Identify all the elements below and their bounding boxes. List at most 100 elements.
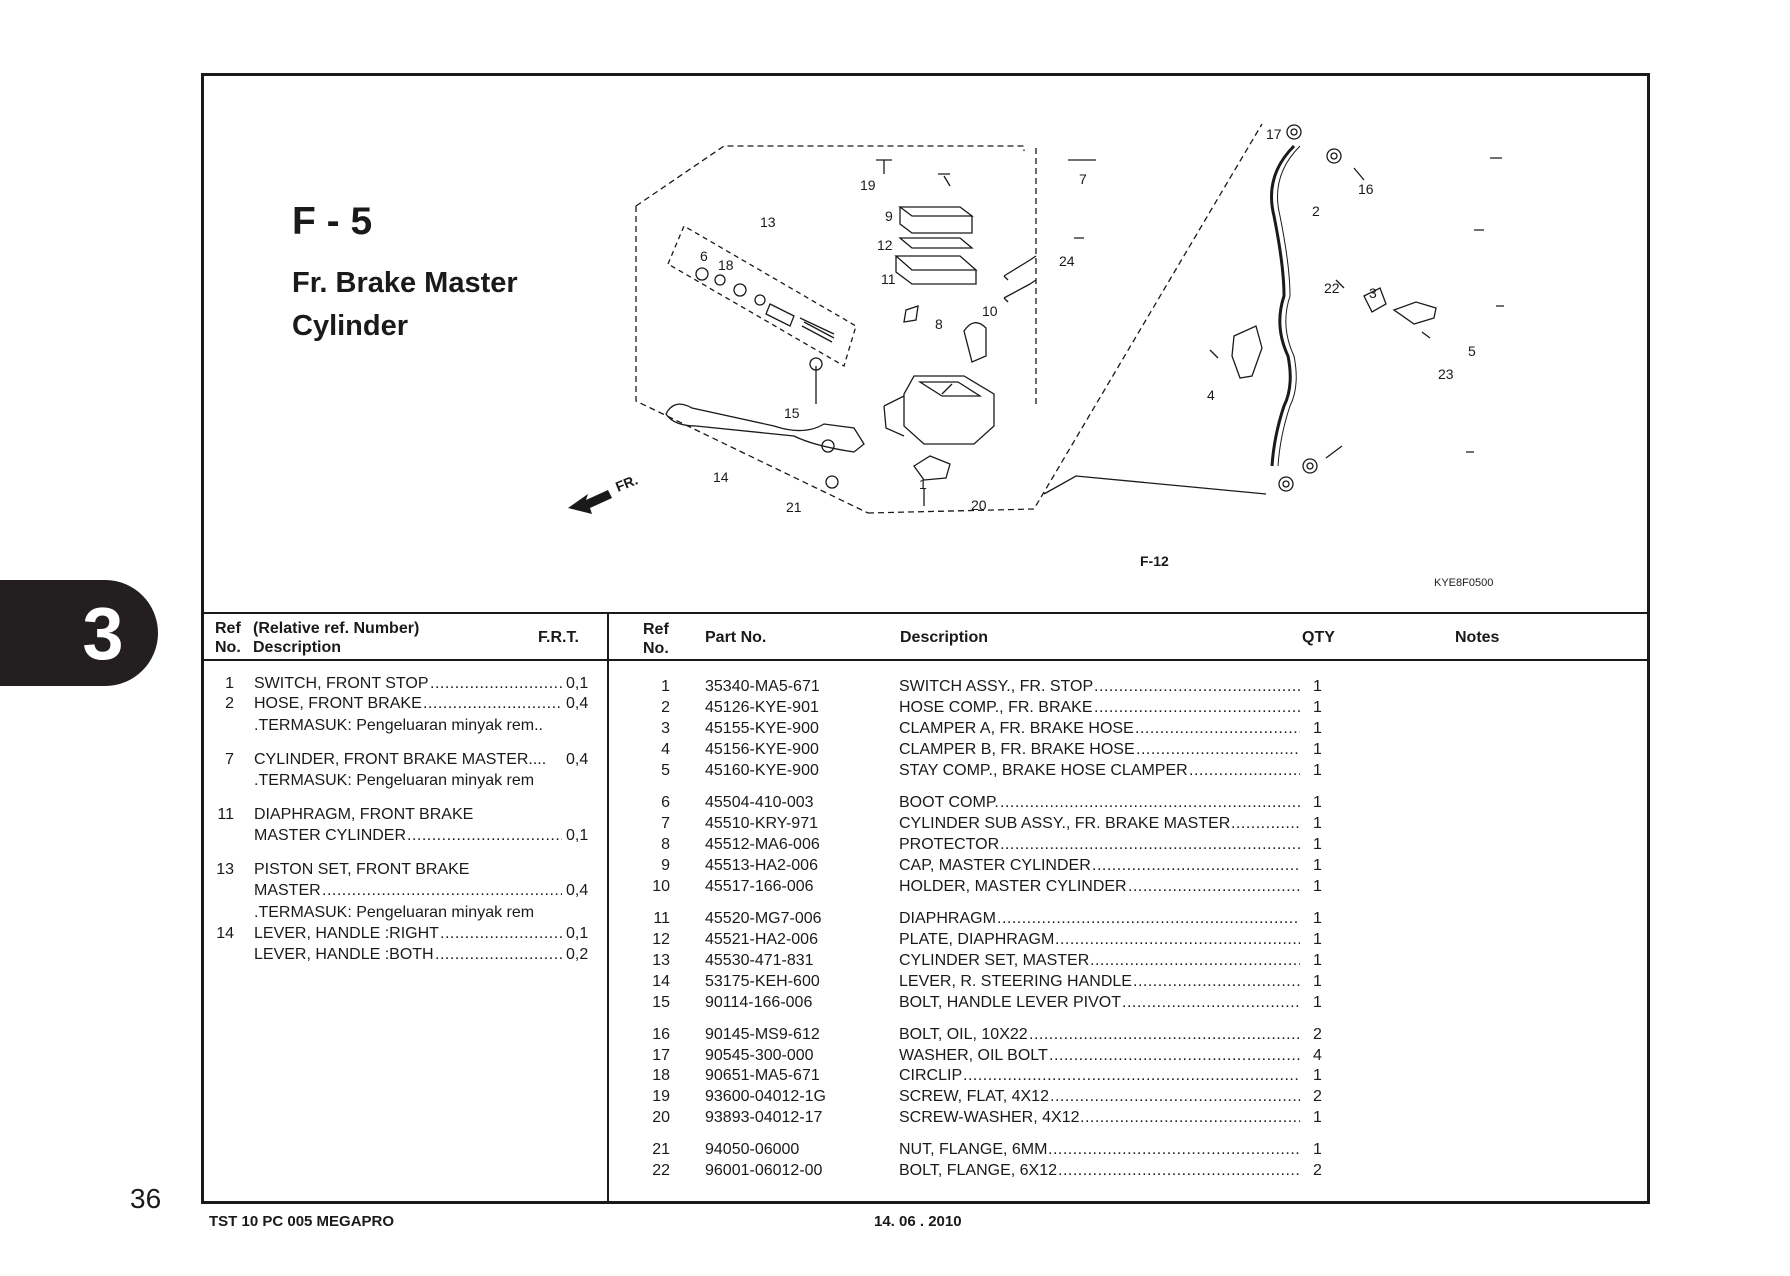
right-row-leader (1094, 698, 1300, 718)
right-row-leader (1055, 930, 1300, 950)
left-row-frt: 0,2 (566, 946, 589, 963)
left-row-leader (440, 924, 562, 944)
left-row-description: SWITCH, FRONT STOP (254, 675, 429, 692)
table-column-divider (607, 612, 609, 1201)
right-row-part-number: 45126-KYE-901 (705, 699, 819, 716)
left-row-frt: 0,1 (566, 925, 589, 942)
right-row-description: SCREW-WASHER, 4X12 (899, 1109, 1080, 1126)
right-row-qty: 1 (1313, 878, 1322, 895)
callout-23: 23 (1438, 366, 1454, 382)
footer-date: 14. 06 . 2010 (874, 1213, 962, 1230)
right-row-ref: 3 (661, 720, 670, 737)
right-header-part: Part No. (705, 629, 767, 646)
callout-11: 11 (881, 271, 896, 287)
right-row-qty: 1 (1313, 952, 1322, 969)
right-row-ref: 16 (652, 1026, 670, 1043)
left-row-ref: 1 (225, 675, 234, 692)
left-row-description: MASTER CYLINDER (254, 827, 407, 844)
right-row-part-number: 45156-KYE-900 (705, 741, 819, 758)
right-header-notes: Notes (1455, 629, 1500, 646)
right-row-description: WASHER, OIL BOLT (899, 1047, 1048, 1064)
right-row-qty: 2 (1313, 1088, 1322, 1105)
callout-24: 24 (1059, 253, 1075, 269)
right-row-leader (1094, 677, 1300, 697)
left-header-ref-label: Ref (215, 620, 241, 637)
right-row-part-number: 45504-410-003 (705, 794, 814, 811)
left-row-leader (322, 881, 562, 901)
right-row-description: LEVER, R. STEERING HANDLE (899, 973, 1132, 990)
right-row-description: SCREW, FLAT, 4X12 (899, 1088, 1049, 1105)
right-header-desc: Description (900, 629, 989, 646)
right-row-description: CIRCLIP (899, 1067, 963, 1084)
table-header-rule (204, 659, 1647, 661)
right-row-description: CAP, MASTER CYLINDER (899, 857, 1091, 874)
callout-17: 17 (1266, 126, 1282, 142)
right-row-ref: 1 (661, 678, 670, 695)
right-row-qty: 1 (1313, 836, 1322, 853)
right-row-description: SWITCH ASSY., FR. STOP (899, 678, 1094, 695)
callout-19: 19 (860, 177, 876, 193)
left-row-frt: 0,4 (566, 695, 589, 712)
right-row-leader (1122, 993, 1300, 1013)
right-row-leader (1128, 877, 1300, 897)
right-row-ref: 18 (652, 1067, 670, 1084)
link-label: F-12 (1140, 553, 1169, 569)
left-header-desc: (Relative ref. Number) Description (253, 619, 419, 657)
right-row-ref: 13 (652, 952, 670, 969)
right-row-part-number: 45520-MG7-006 (705, 910, 822, 927)
right-row-description: CLAMPER A, FR. BRAKE HOSE (899, 720, 1134, 737)
right-row-description: BOLT, OIL, 10X22 (899, 1026, 1028, 1043)
right-row-leader (1092, 856, 1300, 876)
right-row-part-number: 45512-MA6-006 (705, 836, 820, 853)
right-row-qty: 1 (1313, 910, 1322, 927)
right-row-leader (1048, 1140, 1300, 1160)
right-row-part-number: 96001-06012-00 (705, 1162, 823, 1179)
right-header-ref: Ref No. (643, 620, 669, 658)
right-row-part-number: 93600-04012-1G (705, 1088, 826, 1105)
right-row-qty: 4 (1313, 1047, 1322, 1064)
right-header-qty: QTY (1302, 629, 1335, 646)
right-header-no-label: No. (643, 640, 669, 657)
right-row-ref: 21 (652, 1141, 670, 1158)
right-row-description: PLATE, DIAPHRAGM (899, 931, 1055, 948)
right-row-part-number: 94050-06000 (705, 1141, 800, 1158)
right-row-description: NUT, FLANGE, 6MM (899, 1141, 1048, 1158)
right-row-part-number: 45513-HA2-006 (705, 857, 818, 874)
right-row-qty: 1 (1313, 741, 1322, 758)
footer-catalog-code: TST 10 PC 005 MEGAPRO (209, 1213, 395, 1230)
right-row-leader (1000, 793, 1300, 813)
right-row-ref: 22 (652, 1162, 670, 1179)
left-row-description: LEVER, HANDLE :RIGHT (254, 925, 439, 942)
left-row-description: DIAPHRAGM, FRONT BRAKE (254, 806, 474, 823)
right-row-ref: 8 (661, 836, 670, 853)
right-row-leader (1189, 761, 1300, 781)
right-row-description: BOOT COMP. (899, 794, 999, 811)
left-row-frt: 0,4 (566, 882, 589, 899)
left-row-description: HOSE, FRONT BRAKE (254, 695, 422, 712)
right-row-qty: 1 (1313, 815, 1322, 832)
callout-9: 9 (885, 208, 893, 224)
right-row-description: DIAPHRAGM (899, 910, 996, 927)
right-row-part-number: 93893-04012-17 (705, 1109, 823, 1126)
left-row-description: LEVER, HANDLE :BOTH (254, 946, 434, 963)
right-row-qty: 1 (1313, 994, 1322, 1011)
right-row-description: BOLT, FLANGE, 6X12 (899, 1162, 1057, 1179)
front-direction-label: FR. (613, 471, 640, 494)
callout-22: 22 (1324, 280, 1340, 296)
callout-10: 10 (982, 303, 998, 319)
figure-code: F - 5 (292, 200, 373, 243)
right-row-part-number: 90114-166-006 (705, 994, 813, 1011)
right-row-description: CLAMPER B, FR. BRAKE HOSE (899, 741, 1135, 758)
right-row-ref: 7 (661, 815, 670, 832)
right-row-ref: 14 (652, 973, 670, 990)
right-row-leader (1231, 814, 1300, 834)
right-row-description: BOLT, HANDLE LEVER PIVOT (899, 994, 1121, 1011)
right-row-leader (1080, 1108, 1300, 1128)
callout-4: 4 (1207, 387, 1215, 403)
right-row-ref: 4 (661, 741, 670, 758)
right-row-qty: 1 (1313, 699, 1322, 716)
right-row-ref: 10 (652, 878, 670, 895)
left-row-description: .TERMASUK: Pengeluaran minyak rem.. (254, 717, 543, 734)
right-row-part-number: 45530-471-831 (705, 952, 814, 969)
left-row-description: .TERMASUK: Pengeluaran minyak rem (254, 772, 535, 789)
